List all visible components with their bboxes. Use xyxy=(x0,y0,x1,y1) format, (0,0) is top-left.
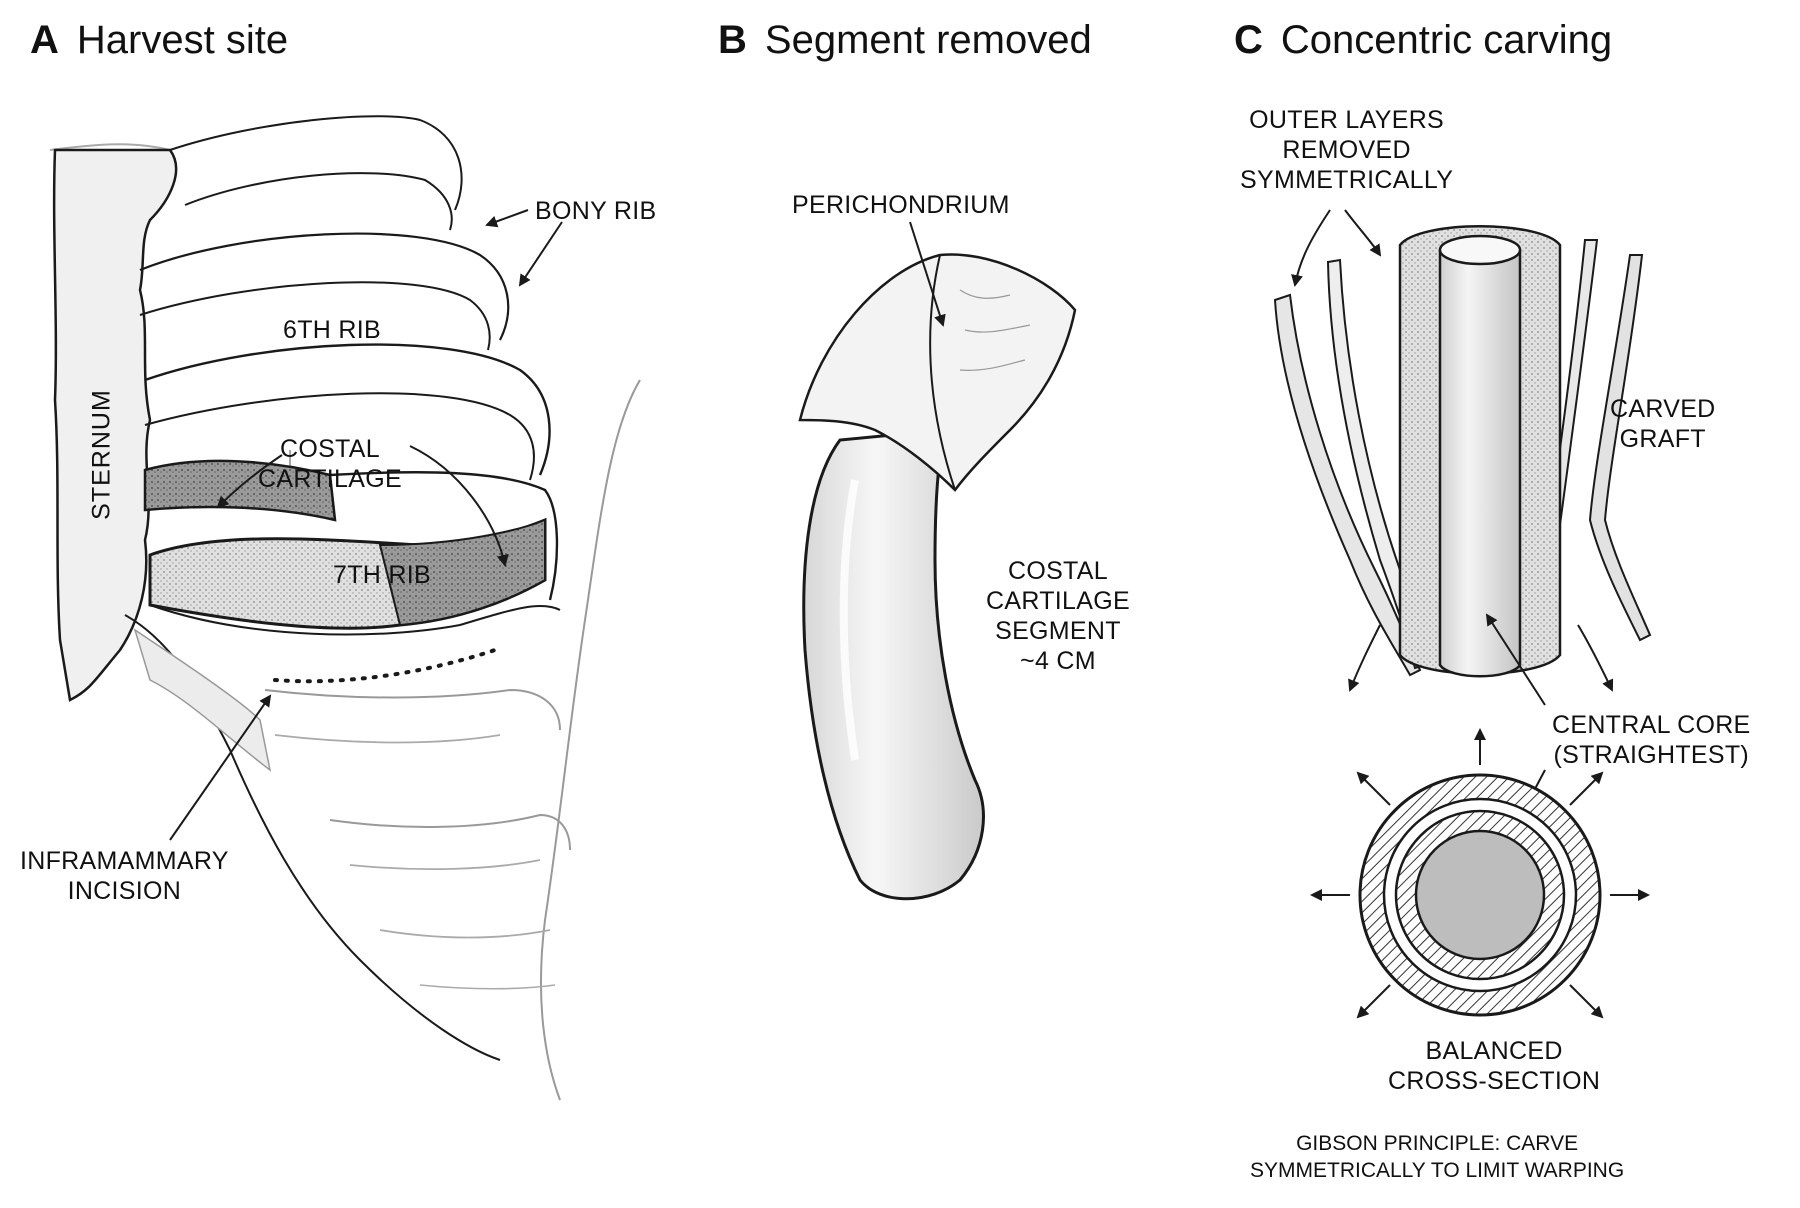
label-sternum: STERNUM xyxy=(87,389,116,520)
arrow-bony-rib-2 xyxy=(518,221,563,287)
label-segment-line2: CARTILAGE xyxy=(986,587,1130,615)
panel-b-drawing xyxy=(798,221,1077,901)
footnote-line1: GIBSON PRINCIPLE: CARVE xyxy=(1296,1132,1579,1155)
radial-arrow-sw xyxy=(1356,984,1391,1019)
rib-upper-1 xyxy=(169,115,463,211)
perichondrium-flap xyxy=(798,253,1077,492)
label-outer-layers-line3: SYMMETRICALLY xyxy=(1240,166,1454,194)
radial-arrows xyxy=(1310,728,1650,1019)
rib-upper-2b xyxy=(139,281,491,351)
sternum-shape xyxy=(52,148,178,702)
radial-arrow-se xyxy=(1569,984,1604,1019)
label-carved-graft-line1: CARVED xyxy=(1610,395,1716,423)
label-carved-graft-line2: GRAFT xyxy=(1619,425,1706,453)
rib-upper-2 xyxy=(139,232,510,341)
rib-seventh-lower xyxy=(149,604,561,636)
perichondrium-texture xyxy=(959,289,1031,371)
label-sixth-rib: 6TH RIB xyxy=(283,316,381,344)
label-outer-layers-line2: REMOVED xyxy=(1282,136,1411,164)
label-perichondrium: PERICHONDRIUM xyxy=(792,191,1010,219)
label-balanced-line2: CROSS-SECTION xyxy=(1388,1067,1601,1095)
cartilage-segment xyxy=(802,428,985,901)
panel-b-letter: B xyxy=(718,18,747,62)
rib-lower-1 xyxy=(264,688,561,731)
panel-a-drawing xyxy=(49,115,641,1101)
label-seventh-rib: 7TH RIB xyxy=(333,561,431,589)
label-costal-cartilage-line1: COSTAL xyxy=(279,435,380,463)
panel-c-title-text: Concentric carving xyxy=(1280,18,1613,62)
label-incision-line2: INCISION xyxy=(67,877,182,905)
arrow-perichondrium xyxy=(909,221,946,327)
label-segment-line1: COSTAL xyxy=(1007,557,1108,585)
panel-c-drawing xyxy=(1273,209,1652,1019)
rib-lower-1b xyxy=(274,734,501,744)
label-carved-graft: CARVED GRAFT xyxy=(1610,394,1716,454)
arrow-cartilage-left xyxy=(216,454,283,509)
rib-lower-4 xyxy=(419,984,556,990)
graft-core xyxy=(1438,237,1522,678)
chest-outline xyxy=(49,143,171,151)
footnote-line2: SYMMETRICALLY TO LIMIT WARPING xyxy=(1250,1159,1625,1182)
arrow-incision xyxy=(169,694,272,841)
torso-outline xyxy=(539,379,641,1101)
cartilage-dark-segment xyxy=(378,518,546,627)
strip-far-right xyxy=(1588,254,1652,642)
arrow-disperse-left xyxy=(1348,624,1381,692)
label-central-core-line2: (STRAIGHTEST) xyxy=(1553,741,1750,769)
label-central-core-line1: CENTRAL CORE xyxy=(1552,711,1751,739)
label-incision-line1: INFRAMAMMARY xyxy=(20,847,229,875)
footnote-gibson: GIBSON PRINCIPLE: CARVE SYMMETRICALLY TO… xyxy=(1250,1130,1624,1184)
panel-b-title: B Segment removed xyxy=(718,18,1092,63)
rib-lower-3 xyxy=(379,929,551,939)
incision-line xyxy=(273,648,497,684)
costal-cartilage-upper xyxy=(143,459,337,522)
section-core xyxy=(1414,829,1546,961)
label-segment-line4: ~4 CM xyxy=(1020,647,1096,675)
arrow-central-core xyxy=(1485,613,1546,706)
arrow-cartilage-right xyxy=(409,445,509,567)
rib-sixth xyxy=(144,343,551,476)
panel-c-title: C Concentric carving xyxy=(1234,18,1612,63)
label-costal-cartilage-line2: CARTILAGE xyxy=(258,465,402,493)
panel-a-title: A Harvest site xyxy=(30,18,288,63)
rib-lower-2b xyxy=(349,859,541,871)
panel-c-letter: C xyxy=(1234,18,1263,62)
costal-margin-light xyxy=(133,628,272,772)
label-bony-rib: BONY RIB xyxy=(535,197,657,225)
panel-a-letter: A xyxy=(30,18,59,62)
arrow-bony-rib-1 xyxy=(485,209,529,228)
segment-highlight xyxy=(839,479,859,761)
rib-lower-2 xyxy=(329,813,571,851)
arrow-disperse-right xyxy=(1577,624,1614,692)
rib-upper-1b xyxy=(184,172,453,231)
label-costal-cartilage: COSTAL CARTILAGE xyxy=(258,434,402,494)
panel-a-title-text: Harvest site xyxy=(76,18,289,62)
label-central-core: CENTRAL CORE (STRAIGHTEST) xyxy=(1552,710,1751,770)
arrow-outer-right xyxy=(1344,209,1382,257)
label-inframammary-incision: INFRAMAMMARY INCISION xyxy=(20,846,229,906)
label-cartilage-segment: COSTAL CARTILAGE SEGMENT ~4 CM xyxy=(986,556,1130,676)
label-segment-line3: SEGMENT xyxy=(995,617,1121,645)
label-outer-layers: OUTER LAYERS REMOVED SYMMETRICALLY xyxy=(1240,105,1453,195)
radial-arrow-ne xyxy=(1569,771,1604,806)
label-outer-layers-line1: OUTER LAYERS xyxy=(1249,106,1445,134)
graft-core-top xyxy=(1438,234,1522,266)
rib-sixth-b xyxy=(144,392,535,481)
rib-seventh-upper xyxy=(329,471,559,601)
label-balanced-line1: BALANCED xyxy=(1425,1037,1563,1065)
radial-arrow-nw xyxy=(1356,771,1391,806)
panel-b-title-text: Segment removed xyxy=(764,18,1092,62)
arrow-outer-left xyxy=(1291,209,1331,287)
label-balanced-section: BALANCED CROSS-SECTION xyxy=(1388,1036,1600,1096)
perichondrium-fold xyxy=(929,254,956,491)
